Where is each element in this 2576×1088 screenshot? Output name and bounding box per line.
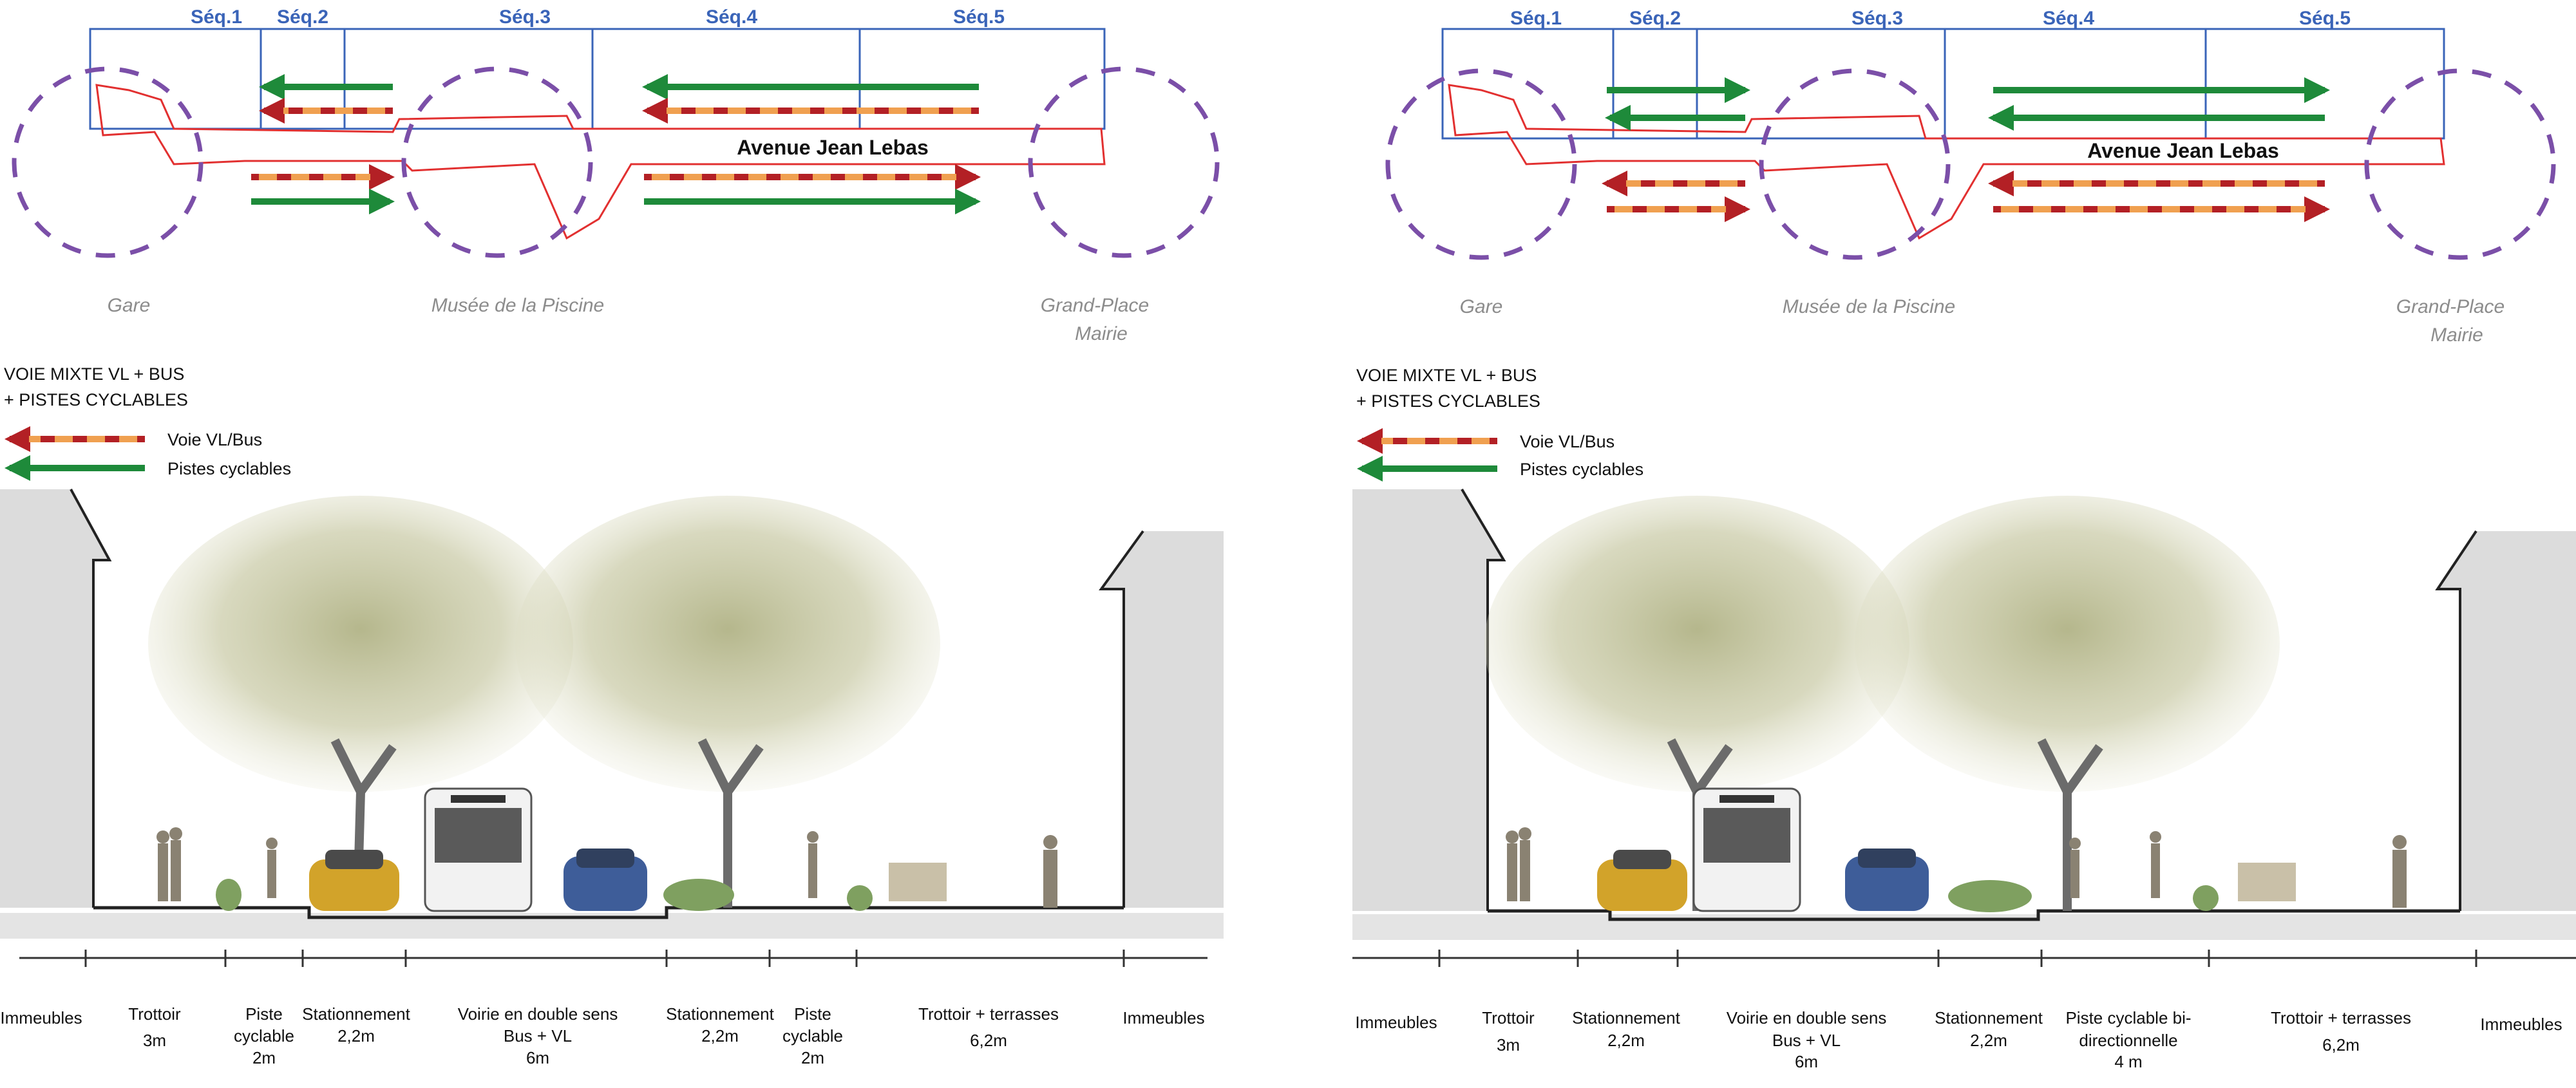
dimension-labels: Immeubles Trottoir 3m Piste cyclable 2m … [0,1004,1204,1067]
bus [1692,787,1801,912]
legend-bike: Pistes cyclables [1520,460,1643,479]
street-name: Avenue Jean Lebas [2087,139,2279,162]
place-gare: Gare [108,295,151,316]
tree [515,496,940,908]
place-mairie: Mairie [2430,324,2483,346]
seq-label: Séq.3 [1852,8,1903,29]
section-subtitle: + PISTES CYCLABLES [1356,391,1540,411]
dim-label: Immeubles [0,1008,82,1027]
dim-label: Immeubles [2480,1015,2562,1034]
dim-label: directionnelle [2079,1031,2177,1050]
cross-section [1352,488,2576,967]
car [1845,849,1929,911]
dim-label: Stationnement [666,1004,774,1024]
dim-label: Bus + VL [1772,1031,1841,1050]
place-grand-place: Grand-Place [2396,296,2505,317]
building-right [2438,531,2576,911]
dim-label: Bus + VL [504,1026,572,1046]
dim-label: Stationnement [302,1004,410,1024]
street-name: Avenue Jean Lebas [737,136,929,159]
seq-label: Séq.3 [499,6,551,28]
dim-label: Piste cyclable bi- [2065,1008,2191,1027]
direction-arrows [1602,77,2330,222]
dim-label: 2m [801,1048,824,1067]
dim-label: Stationnement [1935,1008,2043,1027]
dim-label: 2m [252,1048,276,1067]
dim-label: 2,2m [1970,1031,2007,1050]
legend-bus: Voie VL/Bus [1520,432,1615,451]
station-grand-place [1028,66,1220,258]
dim-label: Immeubles [1355,1013,1437,1032]
seq-label: Séq.4 [2043,8,2094,29]
legend-bus: Voie VL/Bus [167,430,262,449]
dim-label: 2,2m [701,1026,739,1046]
dim-label: Stationnement [1572,1008,1680,1027]
dim-label: cyclable [782,1026,843,1046]
planters [216,879,873,911]
station-musee [1759,68,1951,260]
place-gare: Gare [1460,296,1503,317]
section-title: VOIE MIXTE VL + BUS [4,364,184,384]
dim-label: Voirie en double sens [458,1004,618,1024]
dim-label: Piste [245,1004,283,1024]
panel-left: Séq.1 Séq.2 Séq.3 Séq.4 Séq.5 Avenue Jea… [0,6,1224,1067]
dim-label: Voirie en double sens [1727,1008,1887,1027]
dim-label: 2,2m [337,1026,375,1046]
station-grand-place [2364,68,2556,260]
direction-arrows [251,74,981,214]
seq-label: Séq.1 [191,6,242,28]
place-grand-place: Grand-Place [1041,295,1149,316]
place-musee: Musée de la Piscine [431,295,604,316]
pedestrians [156,827,1057,908]
planters [1948,880,2219,912]
legend-bike: Pistes cyclables [167,459,291,478]
panel-right: Séq.1 Séq.2 Séq.3 Séq.4 Séq.5 Avenue Jea… [1352,8,2576,1071]
dim-label: cyclable [234,1026,294,1046]
dim-label: Trottoir [128,1004,181,1024]
dim-label: Trottoir [1482,1008,1535,1027]
cross-section [0,489,1224,967]
dim-label: 6,2m [970,1031,1007,1050]
seq-label: Séq.2 [277,6,328,28]
station-musee [401,66,593,258]
seq-label: Séq.5 [2299,8,2351,29]
dim-label: Immeubles [1122,1008,1204,1027]
section-subtitle: + PISTES CYCLABLES [4,390,188,409]
car [564,849,647,911]
building-left [1352,489,1504,911]
building-left [0,489,109,908]
dim-label: 6,2m [2322,1035,2360,1055]
station-gare [12,66,204,258]
section-title: VOIE MIXTE VL + BUS [1356,366,1537,385]
dim-label: 2,2m [1607,1031,1645,1050]
place-mairie: Mairie [1075,323,1128,344]
seq-label: Séq.1 [1510,8,1562,29]
seq-label: Séq.2 [1629,8,1681,29]
tree [1855,496,2280,911]
dim-label: Piste [794,1004,831,1024]
dimension-labels: Immeubles Trottoir 3m Stationnement 2,2m… [1355,1008,2562,1071]
seq-label: Séq.4 [706,6,757,28]
route-outline [95,84,1106,240]
dim-label: 6m [1795,1052,1818,1071]
seq-label: Séq.5 [953,6,1005,28]
dim-label: 3m [1497,1035,1520,1055]
dim-label: 6m [526,1048,549,1067]
place-musee: Musée de la Piscine [1783,296,1955,317]
car [1597,850,1687,911]
bus [424,787,533,912]
dim-label: 4 m [2114,1052,2142,1071]
dim-label: Trottoir + terrasses [918,1004,1059,1024]
building-right [1101,531,1224,908]
dim-label: 3m [143,1031,166,1050]
dim-label: Trottoir + terrasses [2271,1008,2411,1027]
route-outline [1448,84,2445,240]
pedestrians [1506,827,2407,908]
station-gare [1385,68,1577,260]
car [309,850,399,911]
